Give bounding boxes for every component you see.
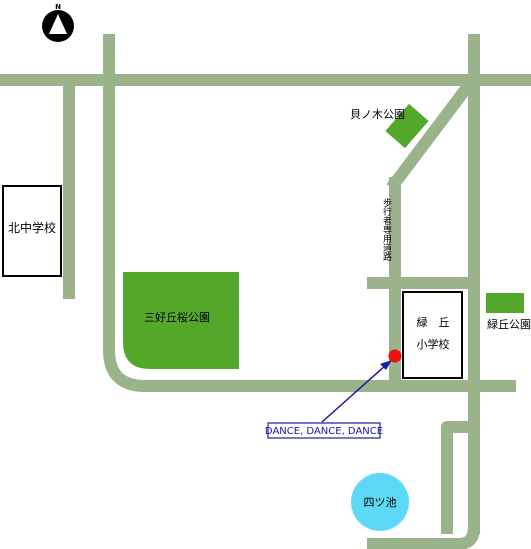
- callout-label: DANCE, DANCE, DANCE: [265, 426, 383, 437]
- kita-chugakko-label: 北中学校: [8, 220, 56, 235]
- road-south-branch: [441, 421, 480, 534]
- yotsu-ike-pond: [351, 473, 409, 531]
- callout-arrowhead-icon: [380, 360, 392, 370]
- midorigaoka-park-area: [486, 293, 524, 313]
- pedestrian-road-label: 歩行者専用道路: [381, 197, 392, 262]
- compass-north-label: N: [55, 3, 61, 11]
- callout-box: [267, 422, 381, 439]
- kainoki-park-area: [385, 103, 429, 149]
- yotsu-ike-label: 四ツ池: [364, 496, 397, 509]
- location-marker-icon: [388, 349, 402, 363]
- road-network: [0, 34, 531, 549]
- kainoki-park-label: 貝ノ木公園: [350, 108, 405, 121]
- north-arrow-icon: [49, 14, 67, 34]
- midorigaoka-park-label: 緑丘公園: [487, 317, 531, 331]
- north-compass: N: [42, 3, 74, 42]
- midorigaoka-school-label-line1: 緑 丘: [417, 315, 450, 329]
- road-main-west-south: [103, 34, 516, 392]
- midorigaoka-school-building: [402, 291, 463, 379]
- road-south-loop: [367, 521, 481, 549]
- kita-chugakko-building: [2, 185, 62, 277]
- miyoshi-park-area: [123, 272, 239, 369]
- midorigaoka-school-label-line2: 小学校: [417, 337, 450, 351]
- road-diagonal: [386, 77, 477, 192]
- callout-arrow-line: [321, 364, 387, 423]
- miyoshi-park-label: 三好丘桜公園: [144, 310, 210, 324]
